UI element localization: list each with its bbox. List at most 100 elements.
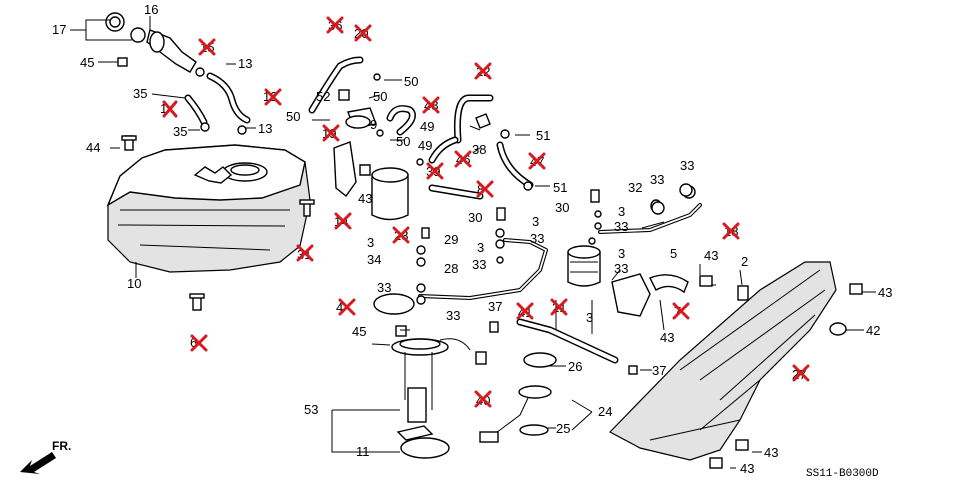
part-label: 43	[358, 191, 372, 206]
part-label: 33	[472, 257, 486, 272]
part-label: 3	[618, 246, 625, 261]
part-label: 50	[396, 134, 410, 149]
part-label: 37	[488, 299, 502, 314]
part-label: 2	[741, 254, 748, 269]
fuel-filter	[567, 245, 689, 317]
part-label: 43	[704, 248, 718, 263]
crossed-labels: 15 1 12 36 20 19 14 31 23 48 22 46 39 8 …	[160, 16, 810, 408]
part-label: 45	[80, 55, 94, 70]
part-label: 49	[418, 138, 432, 153]
part-label: 51	[553, 180, 567, 195]
part-label: 35	[133, 86, 147, 101]
crossed-label: 1	[160, 100, 178, 118]
part-label: 45	[352, 324, 366, 339]
evap-canister	[333, 89, 409, 221]
svg-text:4: 4	[336, 300, 343, 315]
svg-text:8: 8	[477, 182, 484, 197]
part-label: 33	[614, 261, 628, 276]
crossed-label: 15	[198, 38, 216, 56]
crossed-label: 39	[426, 162, 444, 180]
part-label: 11	[356, 444, 370, 459]
part-label: 33	[446, 308, 460, 323]
part-label: 5	[670, 246, 677, 261]
part-label: 49	[420, 119, 434, 134]
part-label: 30	[555, 200, 569, 215]
evap-hoses	[308, 56, 534, 200]
part-label: 3	[532, 214, 539, 229]
crossed-label: 48	[422, 96, 440, 114]
part-label: 10	[127, 276, 141, 291]
crossed-label: 46	[454, 150, 472, 168]
crossed-label: 14	[334, 212, 352, 230]
part-label: 33	[377, 280, 391, 295]
crossed-label: 22	[474, 62, 492, 80]
front-arrow-icon	[20, 452, 56, 474]
crossed-label: 6	[190, 334, 208, 352]
part-label: 50	[373, 89, 387, 104]
part-label: 33	[530, 231, 544, 246]
part-label: 50	[286, 109, 300, 124]
part-label: 16	[144, 2, 158, 17]
crossed-label: 19	[322, 124, 340, 142]
part-label: 38	[472, 142, 486, 157]
part-label: 33	[614, 219, 628, 234]
part-label: 43	[764, 445, 778, 460]
fuel-gauge-sender	[475, 321, 638, 443]
crossed-label: 47	[528, 152, 546, 170]
part-label: 35	[173, 124, 187, 139]
crossed-label: 27	[792, 364, 810, 382]
part-label: 43	[740, 461, 754, 476]
crossed-label: 12	[263, 88, 282, 106]
part-label: 26	[568, 359, 582, 374]
fuel-pump-assembly	[391, 325, 471, 459]
part-label: 32	[628, 180, 642, 195]
fuel-tank	[106, 144, 311, 273]
part-label: 53	[304, 402, 318, 417]
front-direction-indicator: FR.	[20, 439, 71, 474]
diagram-code: SS11-B0300D	[806, 468, 879, 480]
leader-lines	[70, 16, 876, 469]
part-label: 30	[468, 210, 482, 225]
crossed-label: 41	[516, 302, 534, 320]
part-label: 3	[477, 240, 484, 255]
part-label: 44	[86, 140, 100, 155]
svg-text:7: 7	[674, 304, 681, 319]
part-label: 25	[556, 421, 570, 436]
part-label: 33	[680, 158, 694, 173]
crossed-label: 7	[672, 302, 690, 320]
svg-text:12: 12	[263, 89, 277, 104]
part-label: 34	[367, 252, 381, 267]
svg-text:6: 6	[190, 335, 197, 350]
crossed-label: 18	[722, 222, 740, 240]
part-label: 43	[878, 285, 892, 300]
part-label: 13	[238, 56, 252, 71]
crossed-label: 36	[326, 16, 344, 34]
part-label: 37	[652, 363, 666, 378]
tank-guard-plate	[609, 183, 863, 469]
fuel-lines	[373, 185, 702, 364]
part-label: 29	[444, 232, 458, 247]
crossed-label: 31	[296, 244, 314, 262]
crossed-label: 20	[354, 24, 372, 42]
part-label: 3	[618, 204, 625, 219]
part-label: 17	[52, 22, 66, 37]
part-label: 50	[404, 74, 418, 89]
filler-neck	[105, 12, 315, 311]
part-number-labels: 17 16 45 13 35 35 13 44 10 50 52 50 50 9…	[52, 2, 892, 476]
part-label: 52	[316, 89, 330, 104]
part-label: 9	[370, 117, 377, 132]
part-label: 13	[258, 121, 272, 136]
svg-text:1: 1	[160, 101, 167, 116]
front-direction-label: FR.	[52, 439, 71, 453]
crossed-label: 40	[474, 390, 492, 408]
part-label: 42	[866, 323, 880, 338]
part-label: 28	[444, 261, 458, 276]
part-label: 43	[660, 330, 674, 345]
part-label: 24	[598, 404, 612, 419]
crossed-label: 21	[550, 298, 568, 316]
crossed-label: 4	[336, 298, 356, 316]
part-label: 3	[367, 235, 374, 250]
part-label: 33	[650, 172, 664, 187]
part-label: 3	[586, 310, 593, 325]
